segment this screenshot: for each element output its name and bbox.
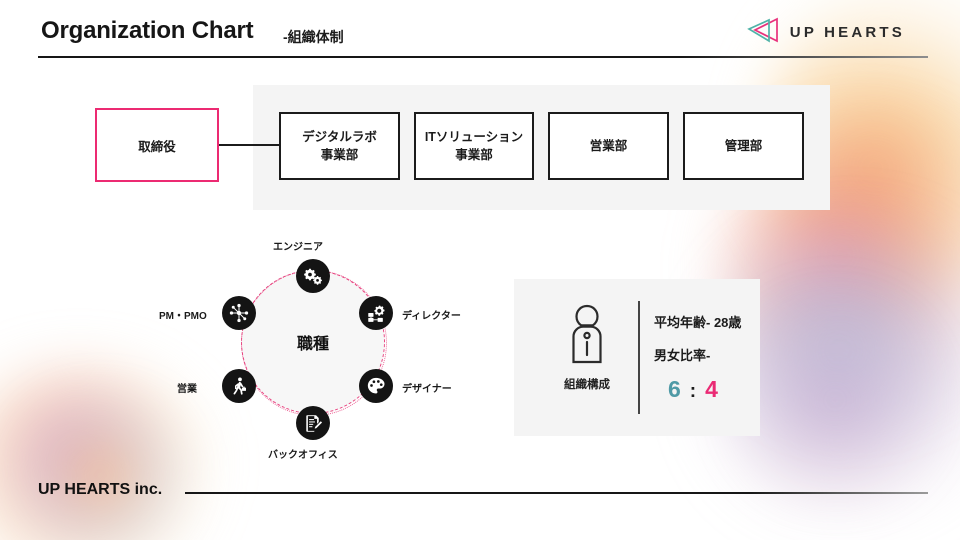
- walking-person-briefcase-icon: [222, 369, 256, 403]
- job-node-pm-pmo-label: PM・PMO: [159, 311, 207, 322]
- document-pen-icon: [296, 406, 330, 440]
- network-hub-icon: [222, 296, 256, 330]
- org-node-department-3-label: 管理部: [724, 138, 763, 153]
- stats-icon-label: 組織構成: [564, 379, 610, 391]
- stats-divider: [638, 301, 640, 414]
- up-hearts-triangle-logo-icon: [746, 16, 780, 49]
- average-age-text: 平均年齢- 28歳: [654, 315, 742, 330]
- brand-name: UP HEARTS: [789, 24, 905, 41]
- slide-header: Organization Chart -組織体制 UP HEARTS: [0, 0, 960, 62]
- job-node-director-label: ディレクター: [402, 311, 461, 322]
- job-node-sales-label: 営業: [177, 384, 197, 395]
- org-node-department-0: デジタルラボ事業部: [279, 112, 400, 180]
- header-divider: [38, 56, 928, 58]
- org-node-department-1-label: ITソリューション事業部: [424, 129, 524, 162]
- job-node-designer-label: デザイナー: [402, 384, 452, 395]
- job-type-wheel: 職種 エンジニア: [159, 238, 461, 478]
- gradient-blob-bottom-left-2: [5, 400, 195, 540]
- page-title: Organization Chart: [41, 17, 254, 44]
- gradient-blob-purple-right: [730, 300, 940, 500]
- footer-divider: [185, 492, 928, 494]
- stats-values-block: 平均年齢- 28歳 男女比率- 6 : 4: [654, 312, 741, 403]
- org-connector-line: [219, 144, 280, 146]
- org-node-department-1: ITソリューション事業部: [414, 112, 534, 180]
- gears-icon: [296, 259, 330, 293]
- org-node-department-0-label: デジタルラボ事業部: [302, 129, 377, 162]
- gender-ratio-separator: :: [689, 381, 697, 402]
- job-node-engineer-label: エンジニア: [273, 242, 323, 253]
- stats-icon-block: 組織構成: [542, 303, 632, 392]
- palette-icon: [359, 369, 393, 403]
- org-node-department-3: 管理部: [683, 112, 804, 180]
- org-node-department-2-label: 営業部: [589, 138, 628, 153]
- job-wheel-center-label: 職種: [296, 336, 329, 353]
- gender-ratio-female: 4: [705, 376, 718, 402]
- gender-ratio-values: 6 : 4: [668, 376, 741, 403]
- brand-logo: UP HEARTS: [746, 16, 905, 49]
- gender-ratio-male: 6: [668, 376, 681, 402]
- project-gear-icon: [359, 296, 393, 330]
- org-node-root-label: 取締役: [138, 139, 176, 154]
- org-node-department-2: 営業部: [548, 112, 669, 180]
- page-subtitle: -組織体制: [283, 29, 344, 45]
- footer-company-name: UP HEARTS inc.: [38, 481, 163, 498]
- org-node-root: 取締役: [95, 108, 219, 182]
- job-node-back-office-label: バックオフィス: [268, 450, 338, 461]
- gender-ratio-text: 男女比率-: [654, 348, 711, 363]
- person-info-icon: [564, 304, 610, 369]
- organization-stats-panel: 組織構成 平均年齢- 28歳 男女比率- 6 : 4: [514, 279, 760, 436]
